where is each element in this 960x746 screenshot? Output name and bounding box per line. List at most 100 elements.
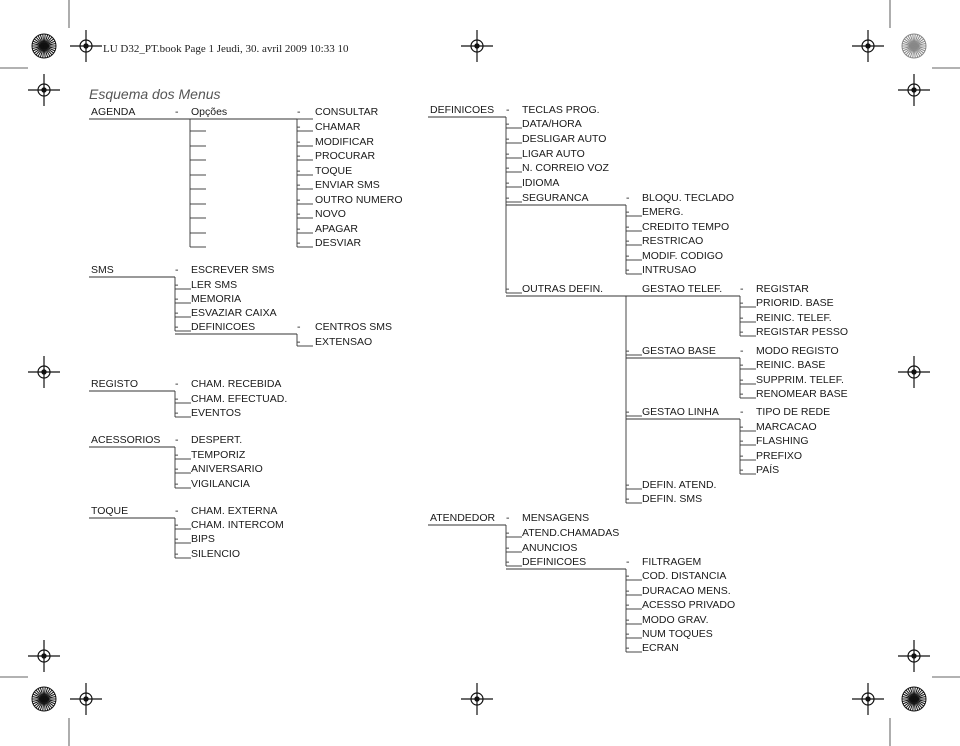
menu-label: EMERG.	[642, 206, 684, 218]
tree-dash: -	[175, 393, 179, 405]
tree-dash: -	[175, 321, 179, 333]
menu-label: PRIORID. BASE	[756, 297, 834, 309]
menu-label: MEMORIA	[191, 293, 242, 305]
tree-dash: -	[175, 505, 179, 517]
registration-mark-icon	[70, 683, 102, 715]
tree-dash: -	[626, 479, 630, 491]
menu-label: PAÍS	[756, 464, 780, 476]
tree-dash: -	[175, 293, 179, 305]
menu-label: IDIOMA	[522, 177, 560, 189]
tree-dash: -	[297, 321, 301, 333]
tree-dash: -	[740, 312, 744, 324]
crop-target-icon	[901, 33, 927, 59]
registration-mark-icon	[898, 640, 930, 672]
menu-label: CREDITO TEMPO	[642, 221, 730, 233]
tree-dash: -	[626, 406, 630, 418]
tree-dash: -	[297, 150, 301, 162]
tree-dash: -	[297, 179, 301, 191]
tree-dash: -	[740, 435, 744, 447]
tree-dash: -	[506, 133, 510, 145]
menu-label: MARCACAO	[756, 421, 817, 433]
menu-label: CHAM. EXTERNA	[191, 505, 278, 517]
tree-dash: -	[740, 464, 744, 476]
menu-label: LIGAR AUTO	[522, 148, 585, 160]
registration-mark-icon	[28, 640, 60, 672]
menu-label: RENOMEAR BASE	[756, 388, 848, 400]
registration-mark-icon	[461, 683, 493, 715]
menu-label: BLOQU. TECLADO	[642, 192, 734, 204]
menu-label: MODO GRAV.	[642, 614, 709, 626]
menu-label: MODIF. CODIGO	[642, 250, 724, 262]
tree-dash: -	[626, 264, 630, 276]
tree-dash: -	[626, 599, 630, 611]
menu-label: DEFIN. SMS	[642, 493, 703, 505]
tree-dash: -	[506, 118, 510, 130]
tree-dash: -	[626, 493, 630, 505]
menu-label: DESPERT.	[191, 434, 243, 446]
tree-dash: -	[175, 519, 179, 531]
tree-dash: -	[626, 614, 630, 626]
tree-dash: -	[626, 192, 630, 204]
menu-label: INTRUSAO	[642, 264, 697, 276]
tree-dash: -	[297, 208, 301, 220]
menu-label: REGISTO	[91, 378, 139, 390]
tree-dash: -	[626, 221, 630, 233]
menu-label: CONSULTAR	[315, 106, 379, 118]
tree-dash: -	[175, 106, 179, 118]
menu-label: EXTENSAO	[315, 336, 373, 348]
menu-label: DEFINICOES	[191, 321, 256, 333]
menu-label: EVENTOS	[191, 407, 241, 419]
tree-dash: -	[506, 283, 510, 295]
menu-label: GESTAO TELEF.	[642, 283, 723, 295]
tree-dash: -	[175, 478, 179, 490]
tree-dash: -	[740, 388, 744, 400]
page-title: Esquema dos Menus	[89, 86, 221, 102]
registration-mark-icon	[70, 30, 102, 62]
menu-label: LER SMS	[191, 279, 238, 291]
crop-target-icon	[901, 686, 927, 712]
menu-label: CHAMAR	[315, 121, 361, 133]
tree-dash: -	[297, 121, 301, 133]
tree-dash: -	[626, 628, 630, 640]
tree-dash: -	[740, 297, 744, 309]
menu-label: APAGAR	[315, 223, 358, 235]
menu-label: NOVO	[315, 208, 346, 220]
tree-dash: -	[175, 279, 179, 291]
menu-label: DEFIN. ATEND.	[642, 479, 717, 491]
tree-dash: -	[626, 570, 630, 582]
menu-label: REGISTAR PESSO	[756, 326, 848, 338]
tree-dash: -	[175, 378, 179, 390]
tree-dash: -	[175, 407, 179, 419]
menu-label: N. CORREIO VOZ	[522, 162, 609, 174]
registration-mark-icon	[28, 356, 60, 388]
tree-dash: -	[297, 165, 301, 177]
menu-label: REINIC. TELEF.	[756, 312, 832, 324]
registration-mark-icon	[461, 30, 493, 62]
page-header: LU D32_PT.book Page 1 Jeudi, 30. avril 2…	[103, 43, 349, 55]
tree-dash: -	[740, 406, 744, 418]
menu-label: TOQUE	[91, 505, 129, 517]
tree-dash: -	[740, 359, 744, 371]
menu-label: OUTRO NUMERO	[315, 194, 403, 206]
menu-label: PREFIXO	[756, 450, 803, 462]
menu-label: CHAM. INTERCOM	[191, 519, 284, 531]
tree-dash: -	[626, 585, 630, 597]
menu-label: ATEND.CHAMADAS	[522, 527, 620, 539]
registration-mark-icon	[898, 356, 930, 388]
menu-label: DURACAO MENS.	[642, 585, 731, 597]
menu-label: BIPS	[191, 533, 215, 545]
menu-label: TIPO DE REDE	[756, 406, 831, 418]
tree-dash: -	[297, 336, 301, 348]
tree-dash: -	[740, 421, 744, 433]
tree-dash: -	[506, 148, 510, 160]
menu-label: ANIVERSARIO	[191, 463, 263, 475]
menu-label: SILENCIO	[191, 548, 241, 560]
tree-dash: -	[506, 542, 510, 554]
menu-label: FILTRAGEM	[642, 556, 702, 568]
tree-dash: -	[175, 449, 179, 461]
menu-label: CHAM. EFECTUAD.	[191, 393, 288, 405]
menu-label: DESVIAR	[315, 237, 362, 249]
menu-label: DEFINICOES	[430, 104, 495, 116]
